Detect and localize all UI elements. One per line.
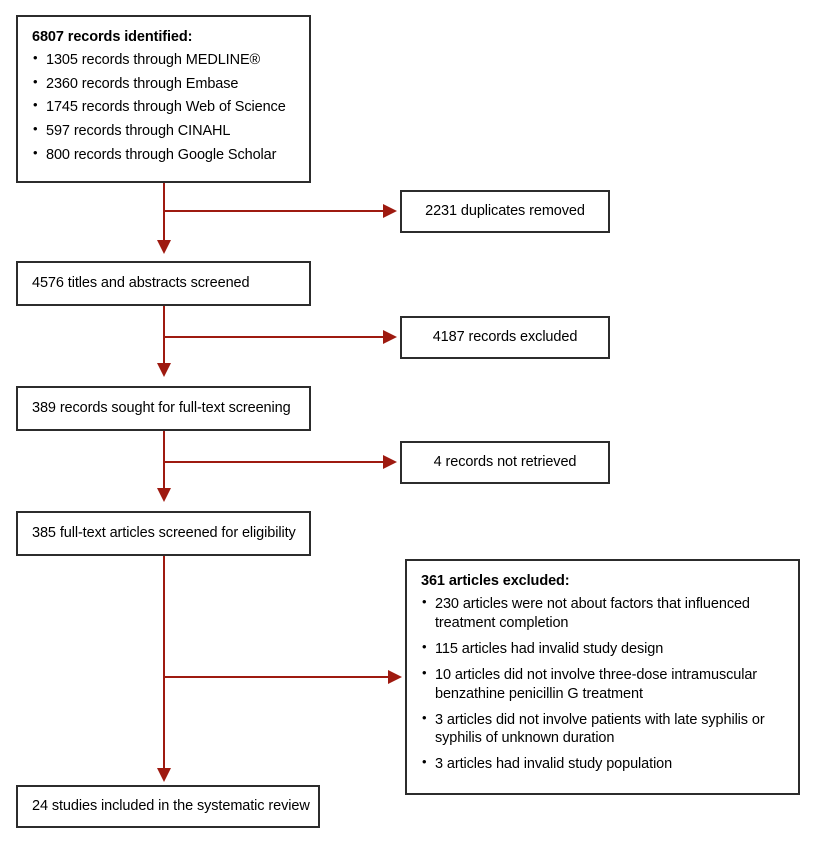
box-studies-included: 24 studies included in the systematic re… [16,785,320,828]
connector-line-screening-to-sought [163,306,165,373]
arrow-right-to-duplicates [383,204,397,218]
list-item: 10 articles did not involve three-dose i… [421,665,786,704]
arrow-down-identified-to-screening [157,240,171,254]
box-fulltext-eligibility: 385 full-text articles screened for elig… [16,511,311,556]
box-articles-excluded: 361 articles excluded: 230 articles were… [405,559,800,795]
records-excluded-label: 4187 records excluded [432,329,578,346]
connector-line-to-not-retrieved [163,461,385,463]
list-item: 1305 records through MEDLINE® [32,50,297,70]
titles-abstracts-screened-label: 4576 titles and abstracts screened [32,275,250,292]
list-item: 115 articles had invalid study design [421,639,786,659]
connector-line-to-records-excluded [163,336,385,338]
box-titles-abstracts-screened: 4576 titles and abstracts screened [16,261,311,306]
box-duplicates-removed: 2231 duplicates removed [400,190,610,233]
connector-line-to-articles-excluded [163,676,390,678]
arrow-down-sought-to-eligibility [157,488,171,502]
duplicates-removed-label: 2231 duplicates removed [425,203,585,220]
records-identified-heading: 6807 records identified: [32,29,193,45]
arrow-right-to-records-excluded [383,330,397,344]
list-item: 800 records through Google Scholar [32,145,297,165]
box-records-identified: 6807 records identified: 1305 records th… [16,15,311,183]
connector-line-to-duplicates [163,210,385,212]
arrow-down-screening-to-sought [157,363,171,377]
box-records-not-retrieved: 4 records not retrieved [400,441,610,484]
list-item: 3 articles did not involve patients with… [421,710,786,749]
arrow-right-to-not-retrieved [383,455,397,469]
arrow-right-to-articles-excluded [388,670,402,684]
connector-line-identified-to-screening [163,183,165,250]
list-item: 1745 records through Web of Science [32,98,297,117]
list-item: 230 articles were not about factors that… [421,594,786,633]
arrow-down-eligibility-to-included [157,768,171,782]
fulltext-eligibility-label: 385 full-text articles screened for elig… [32,525,296,542]
list-item: 2360 records through Embase [32,74,297,94]
records-identified-source-list: 1305 records through MEDLINE® 2360 recor… [32,50,297,165]
list-item: 597 records through CINAHL [32,121,297,141]
list-item: 3 articles had invalid study population [421,754,786,774]
connector-line-eligibility-to-included [163,556,165,778]
records-sought-label: 389 records sought for full-text screeni… [32,400,291,417]
records-not-retrieved-label: 4 records not retrieved [433,454,577,471]
box-records-sought: 389 records sought for full-text screeni… [16,386,311,431]
studies-included-label: 24 studies included in the systematic re… [32,798,310,815]
articles-excluded-heading: 361 articles excluded: [421,573,570,589]
articles-excluded-reason-list: 230 articles were not about factors that… [421,594,786,774]
connector-line-sought-to-eligibility [163,431,165,498]
box-records-excluded: 4187 records excluded [400,316,610,359]
